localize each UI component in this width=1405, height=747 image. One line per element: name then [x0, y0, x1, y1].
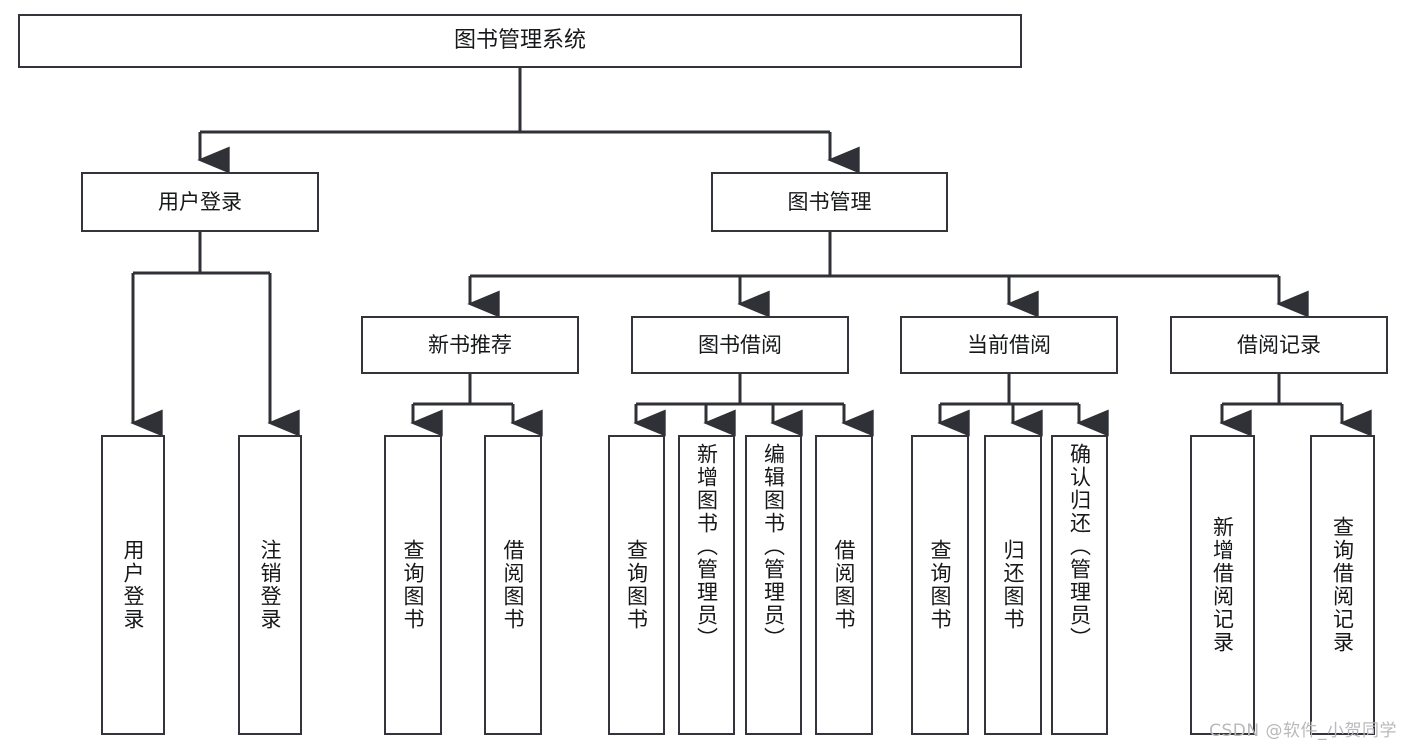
- node-leaf[interactable]: 查询图书: [608, 435, 665, 735]
- node-lvl3[interactable]: 借阅记录: [1170, 316, 1388, 374]
- node-leaf-label: 确认归还（管理员）: [1067, 443, 1092, 650]
- node-leaf-label: 查询图书: [928, 539, 953, 631]
- node-lvl2-label: 用户登录: [158, 189, 242, 214]
- watermark: CSDN @软件_小贺同学: [1209, 721, 1397, 741]
- node-leaf-label: 注销登录: [258, 539, 283, 631]
- node-leaf-label: 编辑图书（管理员）: [761, 443, 786, 650]
- node-leaf[interactable]: 查询借阅记录: [1310, 435, 1375, 735]
- node-lvl3[interactable]: 当前借阅: [900, 316, 1118, 374]
- node-leaf-label: 用户登录: [121, 539, 146, 631]
- node-leaf[interactable]: 借阅图书: [815, 435, 873, 735]
- node-leaf-label: 借阅图书: [501, 539, 526, 631]
- node-leaf[interactable]: 用户登录: [101, 435, 165, 735]
- node-leaf[interactable]: 注销登录: [238, 435, 302, 735]
- node-root[interactable]: 图书管理系统: [18, 14, 1022, 68]
- node-leaf[interactable]: 新增图书（管理员）: [678, 435, 735, 735]
- node-lvl3[interactable]: 新书推荐: [361, 316, 579, 374]
- node-leaf[interactable]: 新增借阅记录: [1190, 435, 1255, 735]
- node-leaf-label: 查询借阅记录: [1330, 516, 1355, 654]
- node-leaf-label: 借阅图书: [832, 539, 857, 631]
- node-leaf-label: 查询图书: [401, 539, 426, 631]
- node-leaf-label: 新增图书（管理员）: [694, 443, 719, 650]
- node-lvl2[interactable]: 图书管理: [711, 172, 948, 232]
- node-lvl3[interactable]: 图书借阅: [631, 316, 849, 374]
- node-leaf-label: 归还图书: [1001, 539, 1026, 631]
- node-leaf[interactable]: 归还图书: [984, 435, 1042, 735]
- node-leaf[interactable]: 借阅图书: [484, 435, 542, 735]
- node-leaf-label: 查询图书: [624, 539, 649, 631]
- node-lvl3-label: 借阅记录: [1237, 332, 1321, 357]
- node-lvl2-label: 图书管理: [787, 189, 872, 214]
- node-lvl2[interactable]: 用户登录: [81, 172, 319, 232]
- node-leaf[interactable]: 确认归还（管理员）: [1051, 435, 1108, 735]
- node-leaf[interactable]: 编辑图书（管理员）: [745, 435, 802, 735]
- node-leaf[interactable]: 查询图书: [911, 435, 969, 735]
- node-lvl3-label: 新书推荐: [428, 332, 512, 357]
- node-leaf-label: 新增借阅记录: [1210, 516, 1235, 654]
- node-lvl3-label: 当前借阅: [967, 332, 1051, 357]
- node-root-label: 图书管理系统: [453, 28, 586, 54]
- node-lvl3-label: 图书借阅: [698, 332, 782, 357]
- node-leaf[interactable]: 查询图书: [384, 435, 442, 735]
